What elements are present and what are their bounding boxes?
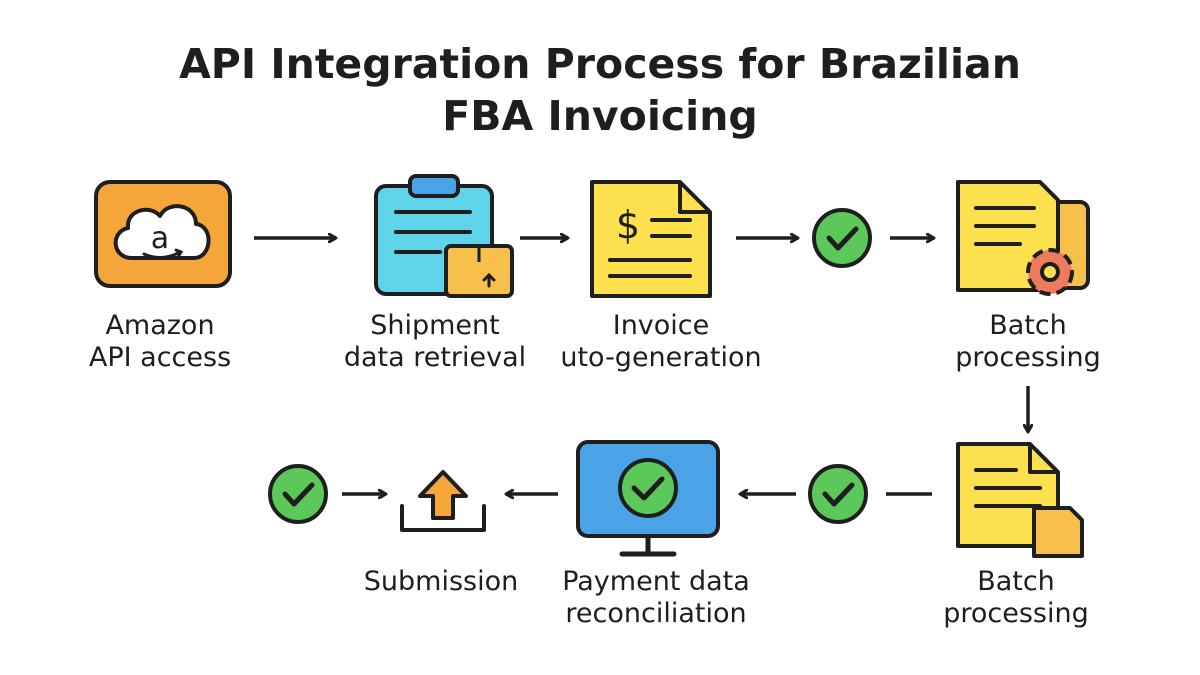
title-line-1: API Integration Process for Brazilian bbox=[179, 40, 1021, 88]
step-label-line-1: Batch bbox=[977, 566, 1055, 597]
step-label-payment-data-reconciliation: Payment data reconciliation bbox=[538, 566, 774, 630]
step-label-line-2: data retrieval bbox=[343, 342, 527, 373]
step-label-batch-processing-1: Batch processing bbox=[930, 310, 1126, 374]
gear-icon bbox=[1026, 248, 1074, 296]
documents-icon bbox=[956, 442, 1084, 558]
step-label-submission: Submission bbox=[346, 566, 536, 598]
diagram-title: API Integration Process for Brazilian FB… bbox=[0, 38, 1200, 142]
title-line-2: FBA Invoicing bbox=[442, 92, 758, 140]
dollar-glyph: $ bbox=[616, 203, 640, 247]
step-label-amazon-api-access: Amazon API access bbox=[60, 310, 260, 374]
step-label-line-1: Amazon bbox=[105, 310, 215, 341]
step-label-line-1: Payment data bbox=[562, 566, 750, 597]
clipboard-package-icon bbox=[374, 174, 514, 298]
step-label-line-1: Invoice bbox=[612, 310, 710, 341]
step-label-line-2: reconciliation bbox=[565, 598, 747, 629]
step-label-line-2: API access bbox=[88, 342, 232, 373]
upload-icon bbox=[400, 470, 486, 532]
check-icon-bottom bbox=[808, 464, 868, 524]
step-label-batch-processing-2: Batch processing bbox=[918, 566, 1114, 630]
check-icon-final bbox=[268, 464, 328, 524]
step-label-line-1: Submission bbox=[363, 566, 519, 597]
amazon-glyph: a bbox=[151, 221, 169, 256]
invoice-dollar-icon: $ bbox=[590, 180, 712, 298]
monitor-check-icon bbox=[576, 440, 720, 557]
step-label-line-1: Batch bbox=[989, 310, 1067, 341]
step-label-line-2: uto-generation bbox=[560, 342, 762, 373]
check-icon-top bbox=[812, 208, 872, 268]
step-label-shipment-data-retrieval: Shipment data retrieval bbox=[330, 310, 540, 374]
documents-gear-icon bbox=[956, 180, 1090, 296]
amazon-cloud-icon: a bbox=[94, 180, 232, 288]
step-label-line-2: processing bbox=[955, 342, 1101, 373]
step-label-line-1: Shipment bbox=[370, 310, 500, 341]
step-label-invoice-auto-generation: Invoice uto-generation bbox=[548, 310, 774, 374]
step-label-line-2: processing bbox=[943, 598, 1089, 629]
